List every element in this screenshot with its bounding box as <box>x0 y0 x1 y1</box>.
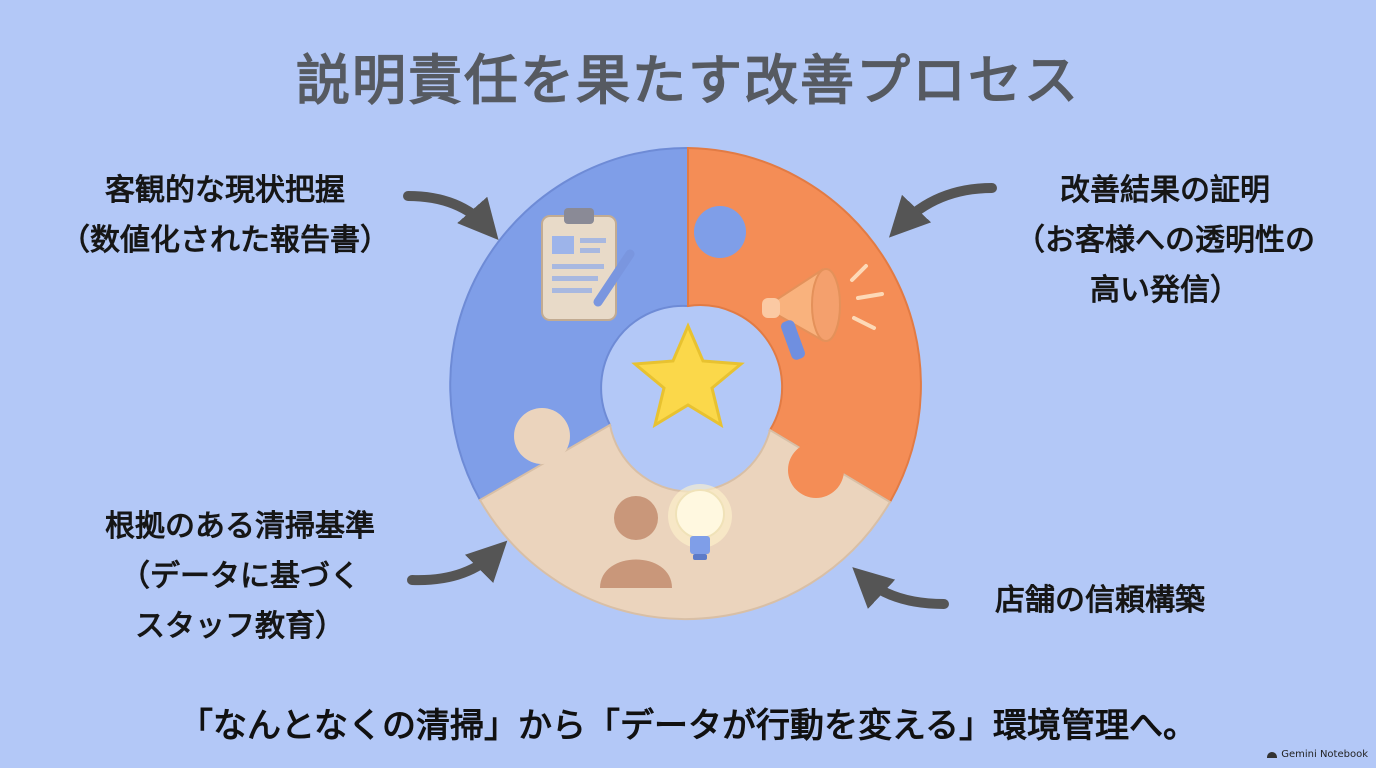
puzzle-knob <box>514 408 570 464</box>
page-title: 説明責任を果たす改善プロセス <box>296 49 1080 112</box>
label-store-trust: 店舗の信頼構築 <box>940 576 1260 626</box>
label-current-status: 客観的な現状把握 （数値化された報告書） <box>30 166 420 266</box>
gemini-logo-icon <box>1267 751 1278 758</box>
label-line: 改善結果の証明 <box>1060 173 1270 208</box>
puzzle-knob <box>788 442 844 498</box>
lightbulb-icon <box>668 484 732 560</box>
segment-blue <box>449 146 689 502</box>
clipboard-icon <box>541 208 635 321</box>
brand-text: Gemini Notebook <box>1281 749 1368 760</box>
label-cleaning-standards: 根拠のある清掃基準 （データに基づく スタッフ教育） <box>50 502 430 652</box>
label-line: （データに基づく <box>120 559 360 594</box>
label-improvement-proof: 改善結果の証明 （お客様への透明性の 高い発信） <box>960 166 1370 316</box>
arrow-top-left <box>403 191 499 241</box>
label-line: 店舗の信頼構築 <box>995 583 1205 618</box>
label-line: （お客様への透明性の <box>1015 223 1315 258</box>
label-line: （数値化された報告書） <box>60 223 390 258</box>
star-icon <box>631 322 745 429</box>
footer-tagline: 「なんとなくの清掃」から「データが行動を変える」環境管理へ。 <box>179 706 1197 746</box>
megaphone-icon <box>762 264 884 360</box>
puzzle-knob <box>694 206 746 258</box>
label-line: 客観的な現状把握 <box>105 173 345 208</box>
label-line: スタッフ教育） <box>135 609 345 644</box>
arrow-bottom-right <box>852 567 949 609</box>
brand-watermark: Gemini Notebook <box>1267 749 1368 760</box>
arrow-top-right <box>888 183 997 238</box>
person-icon <box>600 496 672 588</box>
label-line: 高い発信） <box>1090 273 1240 308</box>
label-line: 根拠のある清掃基準 <box>105 509 375 544</box>
arrow-bottom-left <box>407 540 508 586</box>
